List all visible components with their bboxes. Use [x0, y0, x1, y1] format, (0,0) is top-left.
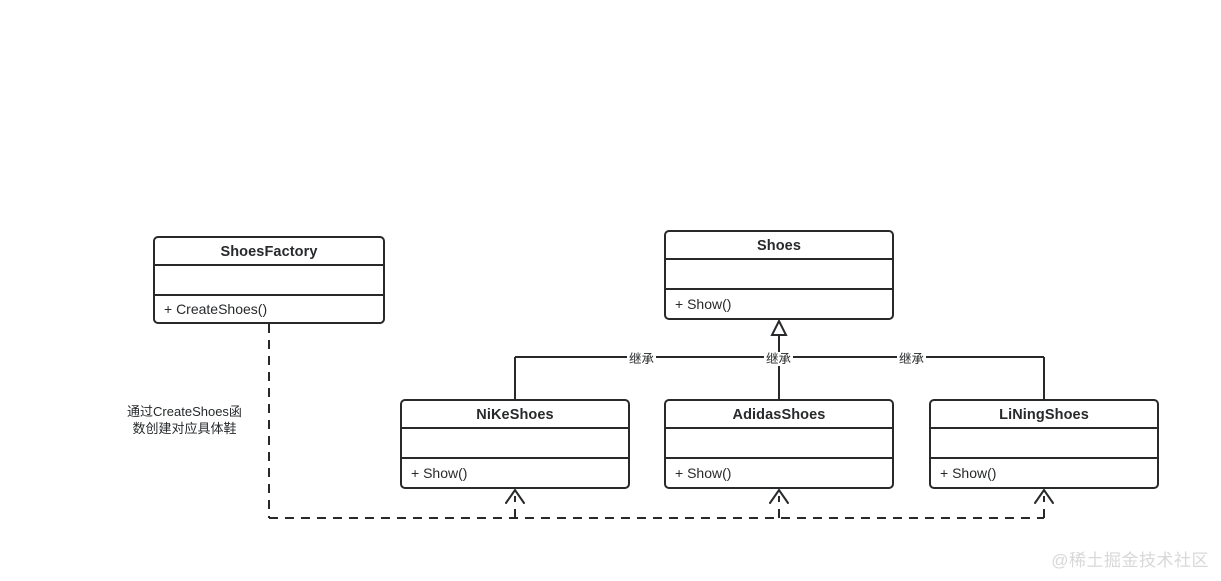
class-title-adidasshoes: AdidasShoes [666, 401, 892, 429]
edge-label-inherit-right: 继承 [897, 352, 927, 366]
class-title-shoes: Shoes [666, 232, 892, 260]
class-box-liningshoes[interactable]: LiNingShoes + Show() [929, 399, 1159, 489]
class-attributes-adidasshoes [666, 429, 892, 459]
class-attributes-shoes [666, 260, 892, 290]
class-operation-liningshoes-show: + Show() [940, 465, 997, 481]
edge-label-inherit-middle: 继承 [764, 352, 794, 366]
generalization-triangle-arrowhead [770, 318, 788, 336]
class-title-shoesfactory: ShoesFactory [155, 238, 383, 266]
class-title-liningshoes: LiNingShoes [931, 401, 1157, 429]
class-operation-adidasshoes-show: + Show() [675, 465, 732, 481]
open-arrowhead-lining [1034, 488, 1054, 504]
class-box-shoesfactory[interactable]: ShoesFactory + CreateShoes() [153, 236, 385, 324]
class-operation-createshoes: + CreateShoes() [164, 301, 268, 317]
open-arrowhead-adidas [769, 488, 789, 504]
dependency-arrowheads [505, 488, 1054, 504]
class-attributes-liningshoes [931, 429, 1157, 459]
open-arrowhead-nike [505, 488, 525, 504]
edge-label-inherit-left: 继承 [627, 352, 657, 366]
class-box-shoes[interactable]: Shoes + Show() [664, 230, 894, 320]
class-box-nikeshoes[interactable]: NiKeShoes + Show() [400, 399, 630, 489]
class-title-nikeshoes: NiKeShoes [402, 401, 628, 429]
class-operation-shoes-show: + Show() [675, 296, 732, 312]
class-operation-nikeshoes-show: + Show() [411, 465, 468, 481]
dependency-edges [268, 324, 1045, 519]
class-box-adidasshoes[interactable]: AdidasShoes + Show() [664, 399, 894, 489]
class-attributes-nikeshoes [402, 429, 628, 459]
watermark: @稀土掘金技术社区 [1051, 551, 1209, 570]
class-attributes-shoesfactory [155, 266, 383, 296]
dependency-note-text: 通过CreateShoes函 数创建对应具体鞋 [127, 404, 242, 436]
